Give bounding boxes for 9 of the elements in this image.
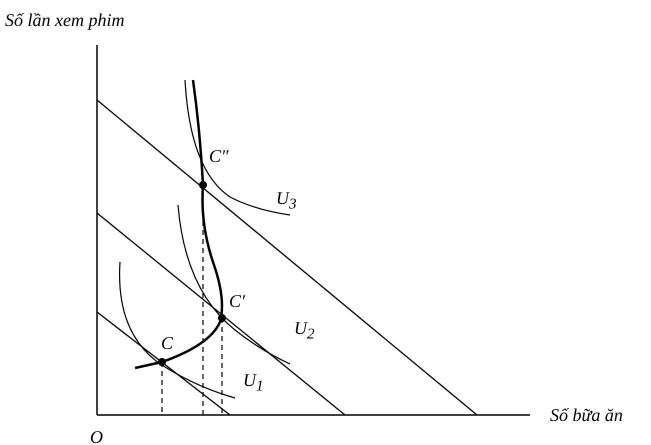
axis-label: Số bữa ăn xyxy=(550,405,623,425)
point-label: C″ xyxy=(209,146,229,166)
origin-label: O xyxy=(90,427,103,445)
axis-label: Số lần xem phim xyxy=(5,10,124,30)
point-label: C′ xyxy=(229,291,245,311)
curve-label: U$_{1}$ xyxy=(243,370,264,397)
curve-label: U$_{2}$ xyxy=(294,318,314,345)
point-label: C xyxy=(161,333,174,353)
curve-label: U$_{3}$ xyxy=(276,188,296,215)
